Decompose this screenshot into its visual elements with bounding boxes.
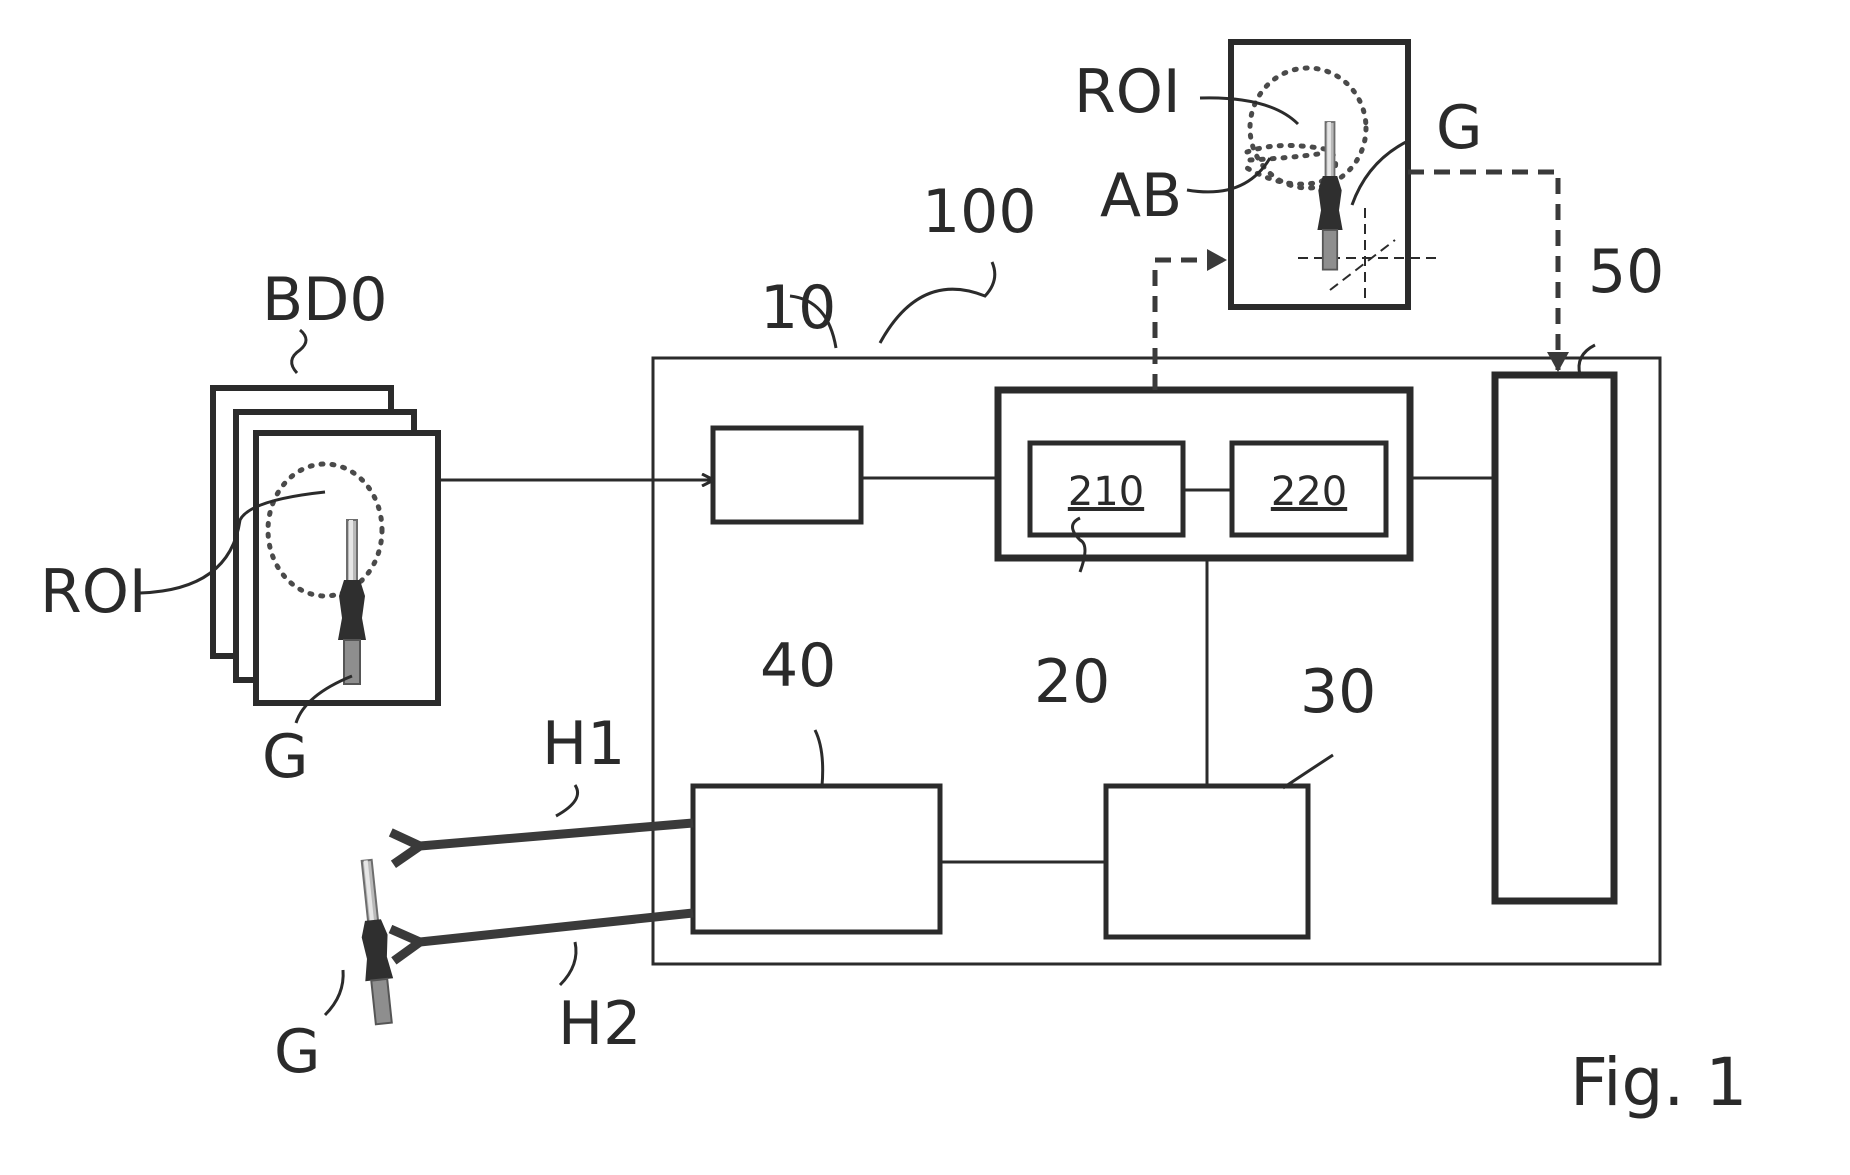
unit-30-box [1103,783,1311,940]
label-bd0: BD0 [262,265,388,335]
unit-40-box [690,783,943,935]
label-g-left: G [262,722,309,792]
dashed-arrow-image-to-50 [1408,169,1569,372]
label-unit-30: 30 [1300,657,1376,727]
unit-220-box [1229,440,1389,538]
output-arrow-h1 [420,818,694,846]
unit-50-box [1491,371,1618,905]
label-ab: AB [1100,161,1182,231]
output-arrow-h2 [420,908,694,942]
label-system-100: 100 [922,177,1037,247]
unit-10-box [710,425,864,525]
label-roi-left: ROI [40,557,147,627]
image-stack-bd0 [210,385,441,706]
label-h2: H2 [558,989,641,1059]
label-unit-210: 210 [1068,469,1144,515]
label-roi-top: ROI [1074,57,1181,127]
label-g-bottom: G [274,1017,321,1087]
unit-210-box [1027,440,1186,538]
dashed-arrow-20-to-image [1152,249,1227,390]
label-h1: H1 [542,709,625,779]
label-unit-220: 220 [1271,469,1347,515]
figure-label: Fig. 1 [1570,1044,1747,1121]
label-g-top: G [1436,93,1483,163]
label-unit-50: 50 [1588,237,1664,307]
label-unit-10: 10 [760,273,836,343]
label-unit-40: 40 [760,631,836,701]
screwdriver-icon [351,857,399,1026]
analysed-image [1228,39,1438,310]
label-unit-20: 20 [1034,647,1110,717]
